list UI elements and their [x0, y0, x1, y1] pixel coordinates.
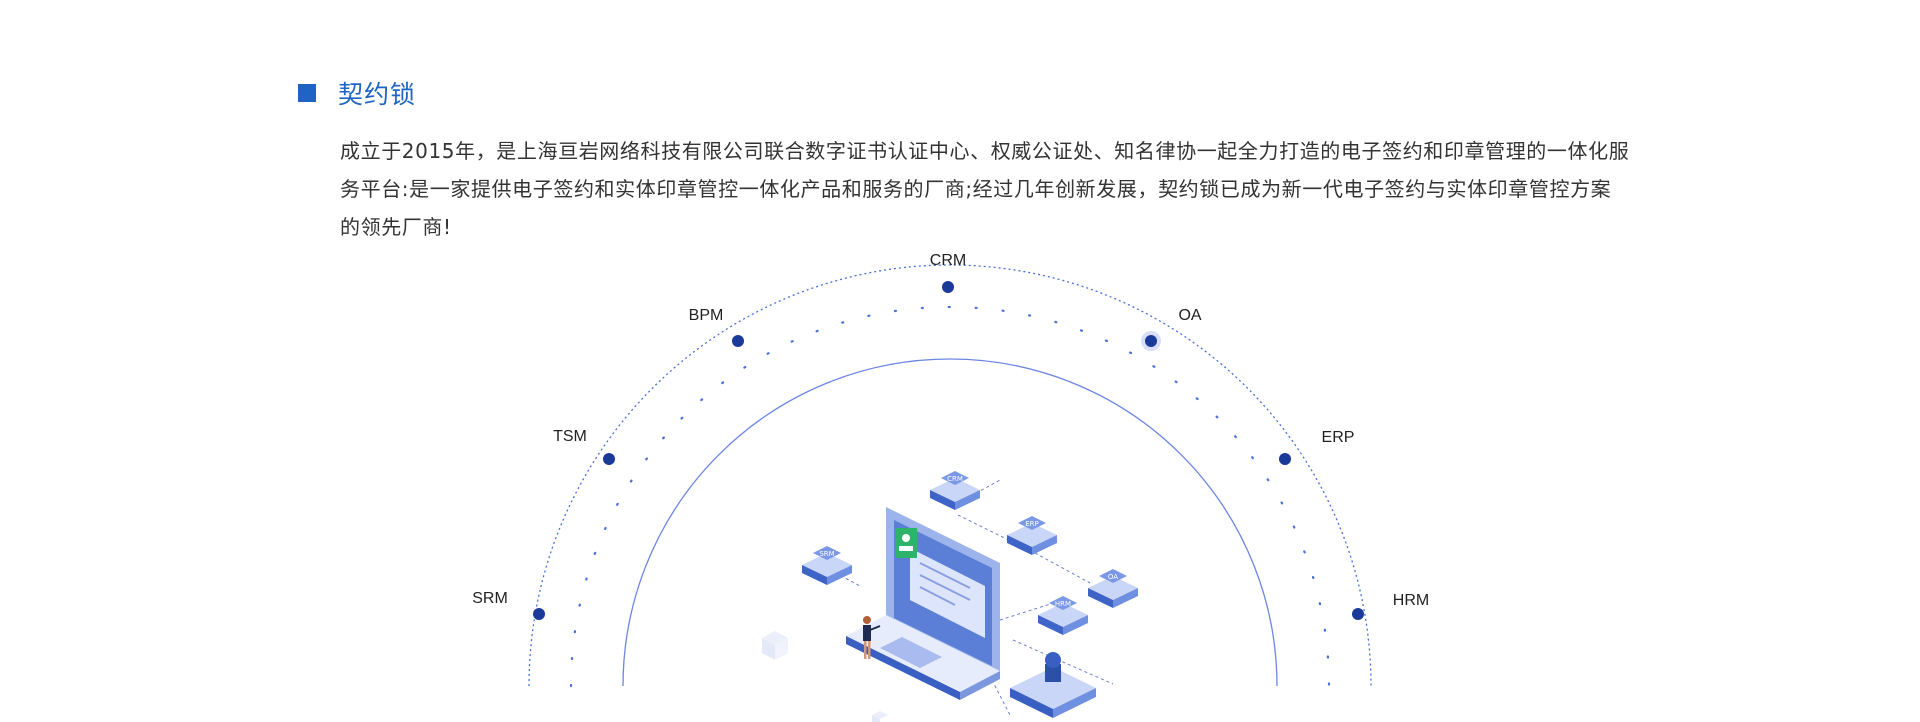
node-label-erp: ERP [1322, 429, 1355, 446]
server-label-oa: OA [1108, 573, 1118, 581]
inner-arc [622, 358, 1278, 687]
server-label-crm: CRM [947, 475, 963, 483]
node-tsm: TSM [553, 428, 615, 465]
section-title: 契约锁 [338, 80, 417, 109]
node-label-srm: SRM [472, 590, 508, 607]
node-label-hrm: HRM [1393, 592, 1429, 609]
server-crm: CRM [930, 471, 980, 510]
node-label-oa: OA [1178, 307, 1201, 324]
server-label-srm: SRM [819, 550, 834, 558]
node-label-bpm: BPM [689, 307, 724, 324]
node-label-tsm: TSM [553, 428, 587, 445]
server-label-hrm: HRM [1055, 600, 1071, 608]
node-erp: ERP [1279, 429, 1354, 465]
server-oa: OA [1088, 569, 1138, 608]
node-bpm: BPM [689, 307, 744, 347]
seal-device [1010, 652, 1096, 718]
outer-arc [528, 264, 1372, 687]
node-hrm: HRM [1352, 592, 1429, 620]
section-marker-icon [298, 84, 316, 102]
node-srm: SRM [472, 590, 545, 620]
laptop [846, 507, 1000, 700]
node-oa: OA [1141, 307, 1202, 351]
intro-paragraph: 成立于2015年，是上海亘岩网络科技有限公司联合数字证书认证中心、权威公证处、知… [340, 139, 1630, 239]
middle-arc [569, 305, 1331, 688]
faint-cube [762, 631, 788, 660]
server-srm: SRM [802, 546, 852, 585]
server-erp: ERP [1007, 516, 1057, 555]
server-label-erp: ERP [1025, 520, 1039, 528]
person-figure [863, 616, 881, 659]
node-crm: CRM [930, 252, 966, 293]
faint-cube-small [872, 711, 888, 722]
node-label-crm: CRM [930, 252, 966, 269]
section-header: 契约锁 [298, 76, 416, 110]
platform-illustration: CRM ERP SRM OA HRM [762, 471, 1138, 722]
server-hrm: HRM [1038, 596, 1088, 635]
system-nodes: SRM TSM BPM CRM OA ERP HRM [472, 252, 1429, 620]
